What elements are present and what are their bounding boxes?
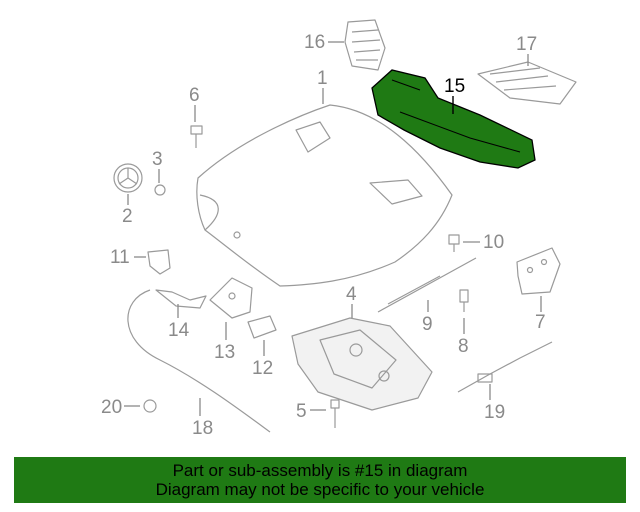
callout-12: 12 — [252, 358, 273, 379]
callout-15: 15 — [444, 76, 465, 97]
bolt-8[interactable] — [459, 289, 469, 312]
callout-16: 16 — [304, 32, 325, 53]
bracket-12[interactable] — [247, 315, 277, 339]
hood-latch[interactable] — [147, 249, 171, 275]
gas-strut[interactable] — [377, 257, 477, 313]
callout-1: 1 — [317, 68, 328, 89]
clip-20[interactable] — [143, 399, 157, 413]
hood-lock[interactable] — [209, 277, 253, 319]
callout-9: 9 — [422, 314, 433, 335]
emblem-clip[interactable] — [154, 184, 166, 196]
hood-panel[interactable] — [196, 104, 453, 287]
release-cable[interactable] — [127, 289, 271, 433]
clip-5[interactable] — [330, 399, 340, 428]
callout-7: 7 — [535, 312, 546, 333]
hood-vent[interactable] — [477, 61, 577, 105]
hood-hinge[interactable] — [516, 247, 561, 295]
callout-20: 20 — [101, 397, 122, 418]
grille-insert[interactable] — [344, 19, 386, 71]
callout-4: 4 — [346, 284, 357, 305]
emblem[interactable] — [113, 163, 143, 193]
cable-19[interactable] — [457, 341, 553, 393]
callout-2: 2 — [122, 206, 133, 227]
callout-18: 18 — [192, 418, 213, 439]
hood-insulator[interactable] — [291, 317, 433, 411]
callout-5: 5 — [296, 401, 307, 422]
callout-10: 10 — [483, 232, 504, 253]
callout-8: 8 — [458, 336, 469, 357]
banner-line-2: Diagram may not be specific to your vehi… — [155, 480, 485, 499]
release-lever[interactable] — [155, 289, 207, 309]
callout-13: 13 — [214, 342, 235, 363]
highlighted-part-15[interactable] — [371, 69, 536, 169]
clip-10[interactable] — [448, 234, 460, 252]
highlight-banner: Part or sub-assembly is #15 in diagram D… — [14, 457, 626, 503]
callout-6: 6 — [189, 85, 200, 106]
callout-11: 11 — [110, 247, 130, 268]
banner-line-1: Part or sub-assembly is #15 in diagram — [172, 461, 468, 480]
callout-3: 3 — [152, 149, 163, 170]
callout-17: 17 — [516, 34, 537, 55]
bumper-stop[interactable] — [190, 125, 203, 148]
parts-diagram: 1 2 3 6 16 17 15 10 — [101, 19, 577, 439]
callout-19: 19 — [484, 402, 505, 423]
callout-14: 14 — [168, 320, 190, 341]
